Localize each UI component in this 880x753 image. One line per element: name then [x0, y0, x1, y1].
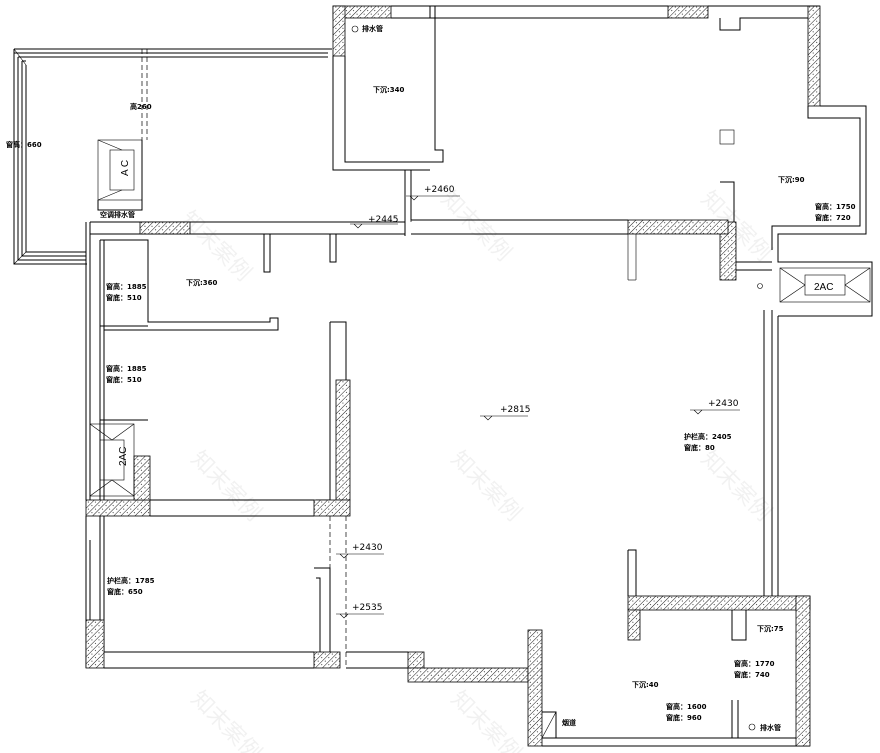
top-middle-room — [332, 5, 867, 171]
sunken-label: 下沉:40 — [632, 680, 659, 689]
drain-label: 排水管 — [760, 723, 781, 732]
elevation-label: +2460 — [424, 185, 455, 195]
window-height-label: 窗高：1770 — [734, 659, 775, 668]
window-sill-label: 窗高：660 — [6, 140, 42, 149]
sunken-label: 下沉:360 — [186, 278, 218, 287]
flue-label: 烟道 — [562, 718, 576, 727]
watermark: 知末案例 — [446, 687, 526, 753]
railing-height-label: 护栏高：2405 — [684, 432, 732, 441]
window-height-label: 窗高：1885 — [106, 364, 147, 373]
elevation-label: +2535 — [352, 603, 382, 613]
window-sill-label: 窗底：510 — [106, 375, 142, 384]
ac-unit-west-lower: 2AC — [118, 447, 129, 466]
window-sill-label: 窗底：720 — [815, 213, 851, 222]
railing-height-label: 护栏高：1785 — [107, 576, 155, 585]
ac-unit-west-upper: A C — [120, 160, 131, 176]
watermark: 知末案例 — [446, 447, 526, 527]
drain-label: 排水管 — [362, 24, 383, 33]
elevation-label: +2445 — [368, 215, 398, 225]
southeast-rooms — [527, 310, 811, 747]
ceiling-label: 高260 — [130, 102, 152, 111]
top-left-bay-window — [13, 48, 332, 265]
elevation-label: +2430 — [352, 543, 383, 553]
watermark: 知末案例 — [436, 187, 516, 267]
window-sill-label: 窗底：740 — [734, 670, 770, 679]
ac-drain-pipe-label: 空调排水管 — [100, 210, 135, 219]
corridor — [90, 170, 628, 273]
elevation-markers — [336, 195, 740, 619]
west-rooms: 2AC A C — [85, 139, 351, 517]
watermark: 知末案例 — [186, 447, 266, 527]
southwest-room — [85, 516, 529, 683]
watermark: 知末案例 — [176, 207, 256, 287]
elevation-label: +2430 — [708, 399, 739, 409]
top-right-room: 2AC — [627, 129, 873, 317]
sunken-label: 下沉:90 — [778, 175, 805, 184]
window-sill-label: 窗底：650 — [107, 587, 143, 596]
labels: 高260 窗高：660 排水管 下沉:340 下沉:90 窗高：1750 窗底：… — [6, 24, 856, 732]
window-sill-label: 窗底：80 — [684, 443, 715, 452]
window-height-label: 窗高：1750 — [815, 202, 856, 211]
watermark: 知末案例 — [186, 687, 266, 753]
window-height-label: 窗高：1600 — [666, 702, 707, 711]
window-sill-label: 窗底：510 — [106, 293, 142, 302]
ac-unit-east: 2AC — [814, 282, 833, 293]
sunken-label: 下沉:340 — [373, 85, 405, 94]
window-height-label: 窗高：1885 — [106, 282, 147, 291]
sunken-label: 下沉:75 — [757, 624, 784, 633]
window-sill-label: 窗底：960 — [666, 713, 702, 722]
elevation-label: +2815 — [500, 405, 530, 415]
